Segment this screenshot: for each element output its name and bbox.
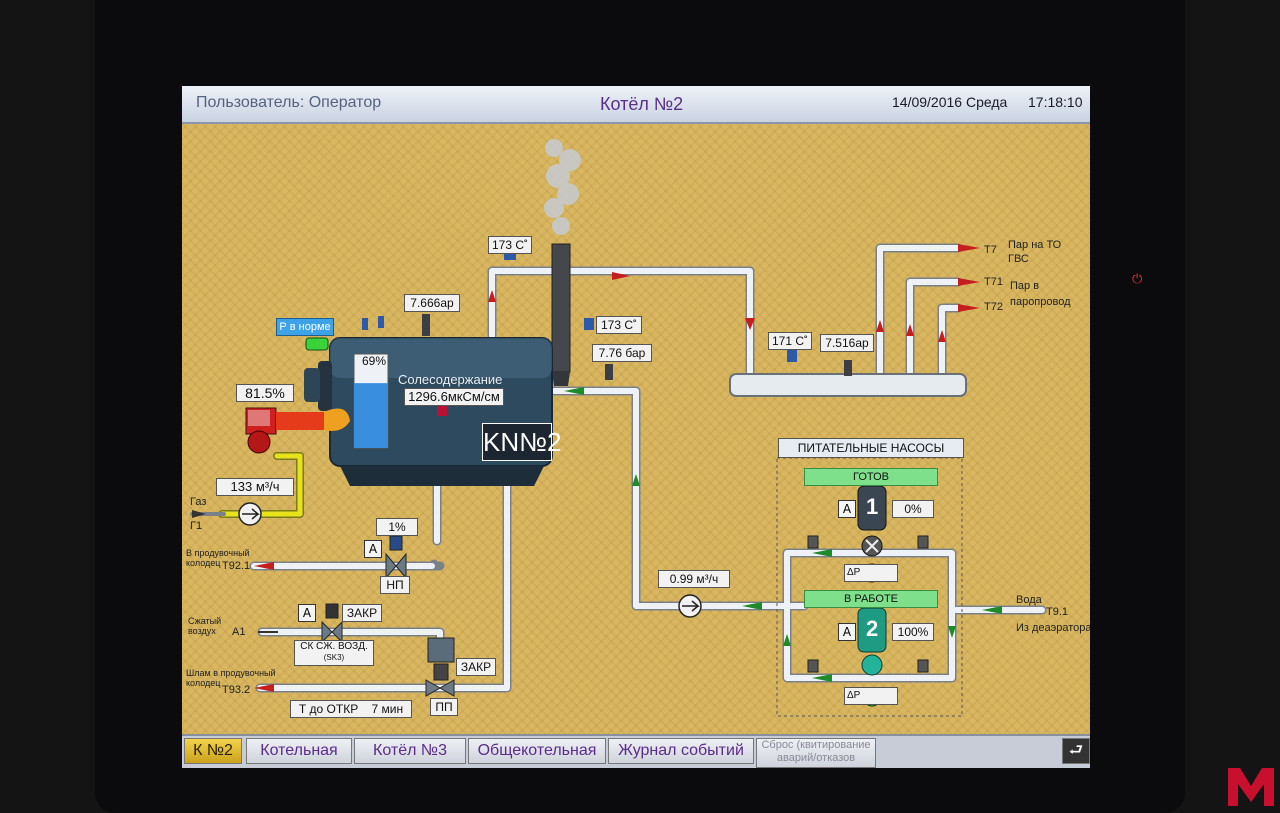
level-percent: 69% — [362, 354, 387, 368]
sludge-timer-label: Т до ОТКР — [298, 702, 359, 716]
pump-2-dp-indicator: ΔР — [844, 687, 898, 705]
process-diagram — [190, 139, 1047, 717]
sludge-label: Шлам в продувочный колодец — [186, 668, 276, 688]
steam-out1-tag: Т7 — [984, 244, 997, 256]
flue-temp-side-readout: 173 С˚ — [596, 316, 642, 334]
header-temp-readout: 171 С˚ — [768, 332, 812, 350]
air-label: Сжатый воздух — [188, 616, 222, 636]
blowdown-dest-tag: Т92.1 — [222, 560, 251, 572]
pump-1-mode-button[interactable]: А — [838, 500, 856, 518]
water-label: Вода — [1016, 594, 1042, 606]
header-pressure-readout: 7.516ар — [820, 334, 874, 352]
salt-content-label: Солесодержание — [398, 372, 503, 387]
page-title: Котёл №2 — [600, 94, 684, 114]
current-time: 17:18:10 — [1028, 94, 1083, 110]
pump-2-speed: 100% — [892, 623, 934, 641]
steam-out2-label: Пар в паропровод — [1010, 280, 1071, 308]
chimney — [551, 243, 571, 373]
pumps-title: ПИТАТЕЛЬНЫЕ НАСОСЫ — [778, 438, 964, 458]
air-valve-label-box[interactable]: СК СЖ. ВОЗД. (SK3) — [294, 640, 374, 666]
flow-arrows — [254, 244, 980, 692]
flue-temp-top-readout: 173 С˚ — [488, 236, 532, 254]
feed-flow-readout: 0.99 м³/ч — [658, 570, 730, 588]
burner — [245, 407, 350, 454]
alarm-reset-line1: Сброс (квитирование — [761, 739, 871, 751]
pump-1-status: ГОТОВ — [804, 468, 938, 486]
pump-2-status: В РАБОТЕ — [804, 590, 938, 608]
air-tag: А1 — [232, 626, 246, 638]
sludge-valve-state: ЗАКР — [456, 658, 496, 676]
water-tag: Т9.1 — [1046, 606, 1069, 618]
alarm-reset-line2: аварий/отказов — [776, 752, 856, 764]
watermark-logo-icon — [1228, 768, 1274, 806]
flue-pressure-readout: 7.76 бар — [592, 344, 652, 362]
nav-event-log[interactable]: Журнал событий — [608, 738, 754, 764]
steam-out3-tag: Т72 — [984, 301, 1003, 313]
air-valve-code: (SK3) — [323, 653, 345, 662]
sludge-valve-label[interactable]: ПП — [430, 698, 458, 716]
sludge-tag: Т93.2 — [222, 684, 251, 696]
sludge-timer-box: Т до ОТКР 7 мин — [290, 700, 412, 718]
pressure-status-badge: Р в норме — [276, 318, 334, 336]
level-fill — [354, 383, 388, 448]
air-valve-label: СК СЖ. ВОЗД. — [300, 641, 368, 652]
hmi-screen: Пользователь: Оператор Котёл №2 14/09/20… — [182, 86, 1090, 768]
burner-load-readout: 81.5% — [236, 384, 294, 402]
title-bar: Пользователь: Оператор Котёл №2 14/09/20… — [182, 86, 1090, 124]
air-valve-sk3 — [321, 603, 343, 644]
boiler-id-label: KN№2 — [482, 423, 561, 461]
sludge-valve-pp — [425, 637, 455, 697]
sludge-timer-value: 7 мин — [371, 702, 404, 716]
gas-label: Газ — [190, 496, 207, 508]
salt-content-readout: 1296.6мкСм/см — [404, 388, 504, 406]
pump-1-number[interactable]: 1 — [866, 494, 879, 519]
current-date: 14/09/2016 Среда — [892, 94, 1008, 110]
pump-2-number[interactable]: 2 — [866, 616, 879, 641]
blowdown-valve-label[interactable]: НП — [380, 576, 410, 594]
pump-1-dp-indicator: ΔР — [844, 564, 898, 582]
steam-out2-tag: Т71 — [984, 276, 1003, 288]
nav-alarm-reset[interactable]: Сброс (квитирование аварий/отказов — [756, 738, 876, 768]
pressure-ok-lamp — [305, 337, 329, 351]
pump-2-mode-button[interactable]: А — [838, 623, 856, 641]
blowdown-valve-position: 1% — [376, 518, 418, 536]
pumps-frame — [776, 457, 963, 717]
power-icon[interactable]: ⏻ — [1132, 272, 1143, 287]
nav-common[interactable]: Общекотельная — [468, 738, 606, 764]
air-valve-state: ЗАКР — [342, 604, 382, 622]
air-mode-button[interactable]: А — [298, 604, 316, 622]
blowdown-mode-button[interactable]: А — [364, 540, 382, 558]
gas-flow-readout: 133 м³/ч — [216, 478, 294, 496]
water-source: Из деаэратора — [1016, 622, 1090, 634]
steam-header-drum — [729, 373, 967, 397]
current-user: Пользователь: Оператор — [196, 94, 382, 111]
back-arrow-icon[interactable]: ⮐ — [1062, 738, 1090, 764]
boiler-pressure-readout: 7.666ар — [404, 294, 460, 312]
nav-boiler-house[interactable]: Котельная — [246, 738, 352, 764]
smoke-plume — [544, 139, 581, 235]
nav-boiler-3[interactable]: Котёл №3 — [354, 738, 466, 764]
gas-tag: Г1 — [190, 520, 203, 532]
steam-out1-label: Пар на ТО ГВС — [1008, 239, 1062, 265]
blowdown-valve-np — [385, 535, 407, 580]
pump-1-speed: 0% — [892, 500, 934, 518]
nav-boiler-2[interactable]: К №2 — [184, 738, 242, 764]
blowdown-dest-label: В продувочный колодец — [186, 548, 250, 568]
